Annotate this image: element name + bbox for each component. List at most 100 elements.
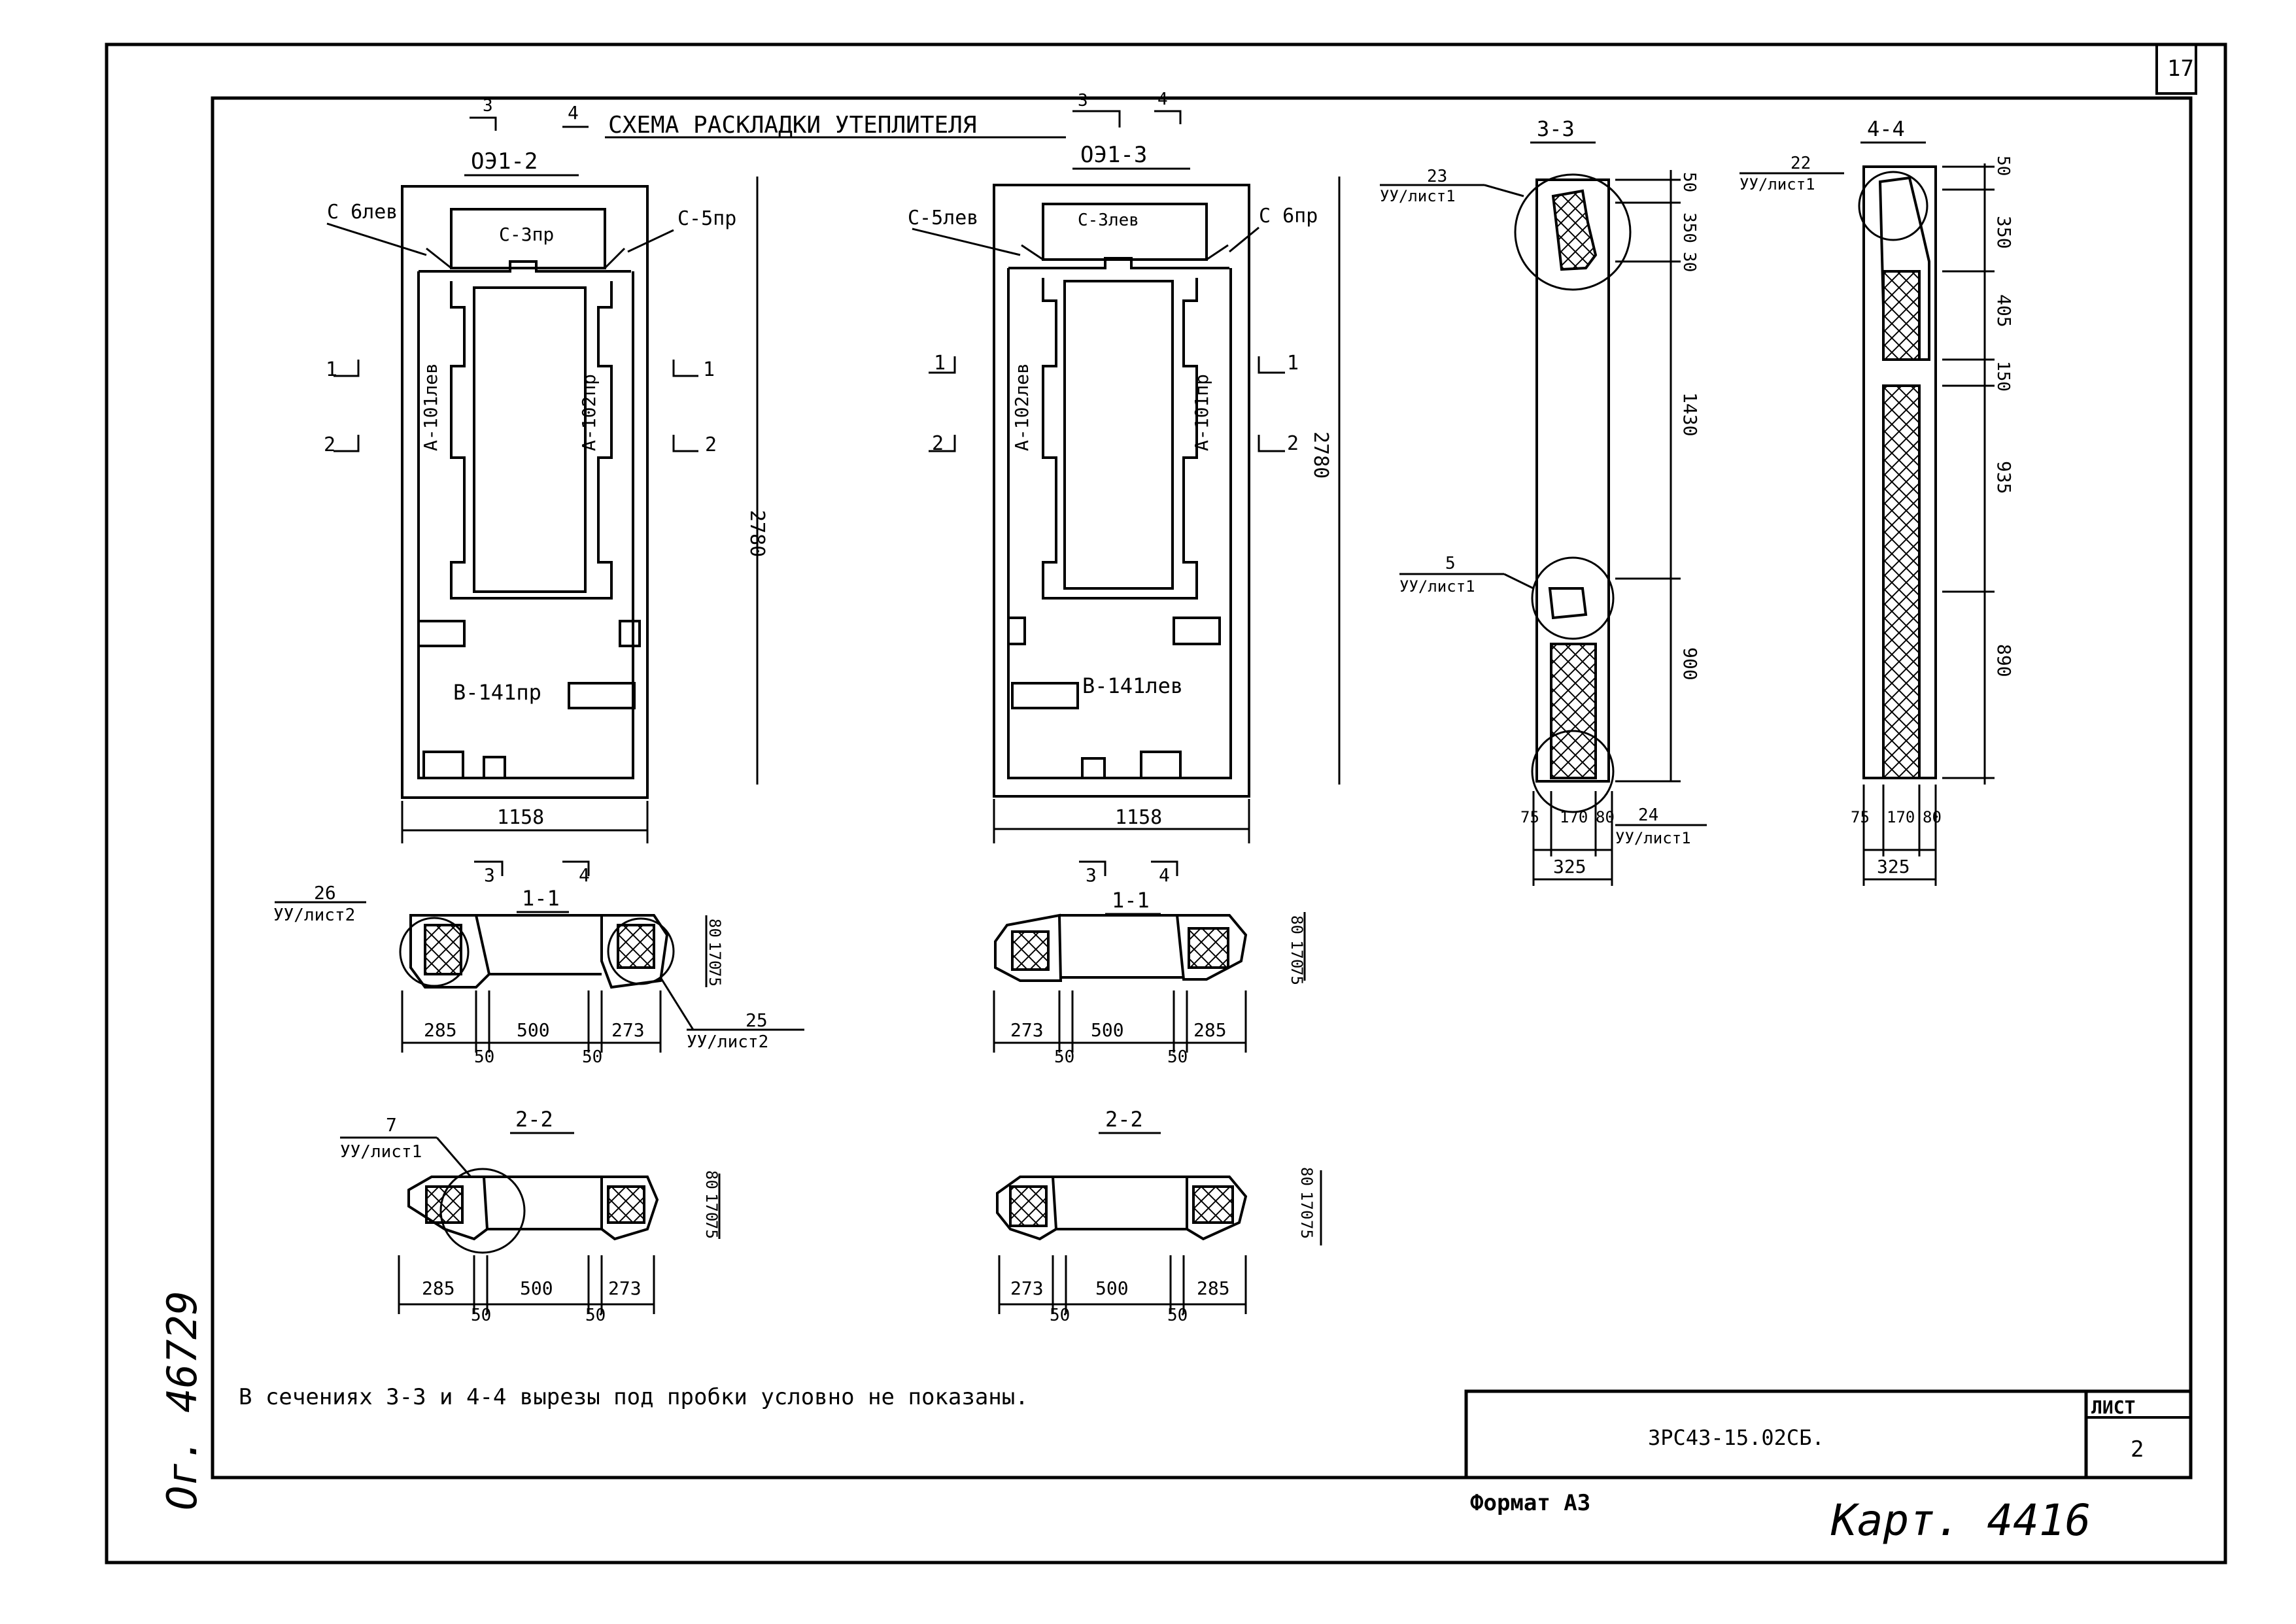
s11l-dim-273: 273 <box>611 1019 645 1041</box>
s11l-dim-50a: 50 <box>474 1047 494 1067</box>
section-mark-4-top-right: 4 <box>1157 90 1168 109</box>
s22l-dim-50b: 50 <box>585 1306 606 1325</box>
panel-left-height-dim: 2780 <box>745 510 768 557</box>
s44-dim-50: 50 <box>1993 156 2013 176</box>
panel-right-bottom-block: В-141лев <box>1082 673 1183 698</box>
s11r-dim-75: 75 <box>1288 966 1306 985</box>
s22r-dim-50a: 50 <box>1050 1306 1070 1325</box>
s11r-dim-285: 285 <box>1193 1019 1227 1041</box>
s11l-dim-170: 170 <box>706 941 724 970</box>
s44-dim-890: 890 <box>1993 644 2015 677</box>
panel-left-right-corner: С-5пр <box>677 207 736 230</box>
s33-dim-170: 170 <box>1560 808 1588 826</box>
inner-frame <box>211 96 2193 1480</box>
s44-dim-935: 935 <box>1993 461 2015 494</box>
s22r-dim-500: 500 <box>1095 1277 1129 1299</box>
s44-dim-170: 170 <box>1887 808 1915 826</box>
section-mark-3-top-left: 3 <box>483 96 493 116</box>
s44-dim-150: 150 <box>1993 361 2013 392</box>
callout-23-ref: УУ/лист1 <box>1380 187 1456 205</box>
section-note: В сечениях 3-3 и 4-4 вырезы под пробки у… <box>239 1384 1029 1410</box>
callout-7-num: 7 <box>386 1114 397 1136</box>
s22l-dim-285: 285 <box>422 1277 455 1299</box>
panel-right-top-piece-label: С-3лев <box>1078 211 1139 230</box>
s22l-dim-170: 170 <box>702 1193 721 1221</box>
section-mark-2-left-b: 2 <box>705 433 717 456</box>
s33-dim-900: 900 <box>1679 647 1701 681</box>
s22r-dim-80: 80 <box>1297 1167 1316 1186</box>
scheme-title: СХЕМА РАСКЛАДКИ УТЕПЛИТЕЛЯ <box>608 112 977 139</box>
callout-5-num: 5 <box>1445 554 1456 573</box>
s22r-dim-170: 170 <box>1297 1191 1316 1219</box>
section-mark-1-left-b: 1 <box>703 358 715 381</box>
format-label: Формат А3 <box>1470 1490 1590 1516</box>
s11l-dim-50b: 50 <box>582 1047 602 1067</box>
section-mark-3-left-bottom: 3 <box>484 864 495 886</box>
s33-dim-1430: 1430 <box>1679 392 1701 436</box>
panel-right-right-corner: С 6пр <box>1259 205 1318 228</box>
section-mark-4-top-left: 4 <box>568 102 579 124</box>
callout-22-num: 22 <box>1791 154 1811 173</box>
callout-24-ref: УУ/лист1 <box>1615 829 1691 847</box>
s22l-dim-80: 80 <box>702 1170 721 1189</box>
s11l-dim-75: 75 <box>706 968 724 987</box>
s22l-dim-500: 500 <box>520 1277 553 1299</box>
section-2-2-left-title: 2-2 <box>515 1107 553 1132</box>
side-stamp: Ог. 46729 <box>158 1291 206 1510</box>
frames <box>105 42 2227 1565</box>
panel-right-window <box>1063 280 1174 590</box>
section-mark-3-top-right: 3 <box>1078 91 1088 110</box>
panel-left: ОЭ1-2 С 6лев С-3пр С-5пр А-101лев А-102п… <box>324 148 768 886</box>
section-2-2-right-title: 2-2 <box>1105 1107 1143 1132</box>
section-mark-2-left-a: 2 <box>324 433 335 456</box>
panel-left-width-dim: 1158 <box>497 806 544 829</box>
s22r-dim-50b: 50 <box>1167 1306 1188 1325</box>
section-mark-1-right-a: 1 <box>934 352 946 375</box>
panel-right-id: ОЭ1-3 <box>1080 142 1147 168</box>
callout-5-ref: УУ/лист1 <box>1399 577 1475 596</box>
panel-right-outline <box>993 184 1250 798</box>
callout-24-num: 24 <box>1638 805 1658 825</box>
s11r-dim-80: 80 <box>1288 915 1306 934</box>
callout-25-ref: УУ/лист2 <box>687 1032 768 1052</box>
s22r-dim-75: 75 <box>1297 1220 1316 1239</box>
section-mark-2-right-b: 2 <box>1287 432 1299 455</box>
panel-left-window <box>473 286 587 593</box>
list-number: 2 <box>2131 1436 2144 1463</box>
s11r-dim-273: 273 <box>1010 1019 1044 1041</box>
s33-dim-325: 325 <box>1553 856 1586 877</box>
title-block <box>1464 1389 2193 1480</box>
s44-dim-80: 80 <box>1923 808 1942 826</box>
callout-26-num: 26 <box>314 882 336 904</box>
panel-right: ОЭ1-3 С-5лев С-3лев С 6пр А-102лев А-101… <box>908 142 1341 886</box>
notes-and-stamp: В сечениях 3-3 и 4-4 вырезы под пробки у… <box>158 1291 2144 1546</box>
section-mark-1-right-b: 1 <box>1287 352 1299 375</box>
section-2-2-right: 2-2 273 500 285 50 50 80 170 75 <box>996 1107 1322 1325</box>
s44-dim-325: 325 <box>1877 856 1910 877</box>
s11r-dim-170: 170 <box>1288 940 1306 968</box>
panel-left-left-strip: А-101лев <box>420 363 441 451</box>
s22l-dim-75: 75 <box>702 1220 721 1239</box>
section-1-1-right-title: 1-1 <box>1112 888 1150 913</box>
list-header: ЛИСТ <box>2091 1396 2135 1418</box>
header: СХЕМА РАСКЛАДКИ УТЕПЛИТЕЛЯ 17 3 4 3 4 <box>470 56 2194 139</box>
s22r-dim-273: 273 <box>1010 1277 1044 1299</box>
s11r-dim-500: 500 <box>1091 1019 1124 1041</box>
s11r-dim-50a: 50 <box>1054 1047 1074 1067</box>
panel-left-left-corner: С 6лев <box>327 201 398 224</box>
panel-right-height-dim: 2780 <box>1309 431 1332 479</box>
s33-dim-80: 80 <box>1596 808 1615 826</box>
section-3-3-title: 3-3 <box>1537 116 1575 141</box>
panel-left-id: ОЭ1-2 <box>471 148 538 175</box>
section-mark-2-right-a: 2 <box>932 432 944 455</box>
s33-dim-75: 75 <box>1520 808 1539 826</box>
s33-dim-50: 50 <box>1679 172 1699 192</box>
section-mark-1-left-a: 1 <box>326 358 337 381</box>
panel-left-outline <box>401 185 649 799</box>
section-2-2-left: 2-2 7 УУ/лист1 285 500 273 50 50 80 170 … <box>340 1107 721 1325</box>
s22l-dim-273: 273 <box>608 1277 642 1299</box>
s44-dim-350: 350 <box>1993 216 2015 249</box>
section-1-1-right: 1-1 273 500 285 50 50 80 170 75 <box>993 888 1306 1067</box>
panel-left-right-strip: А-102пр <box>578 374 600 451</box>
